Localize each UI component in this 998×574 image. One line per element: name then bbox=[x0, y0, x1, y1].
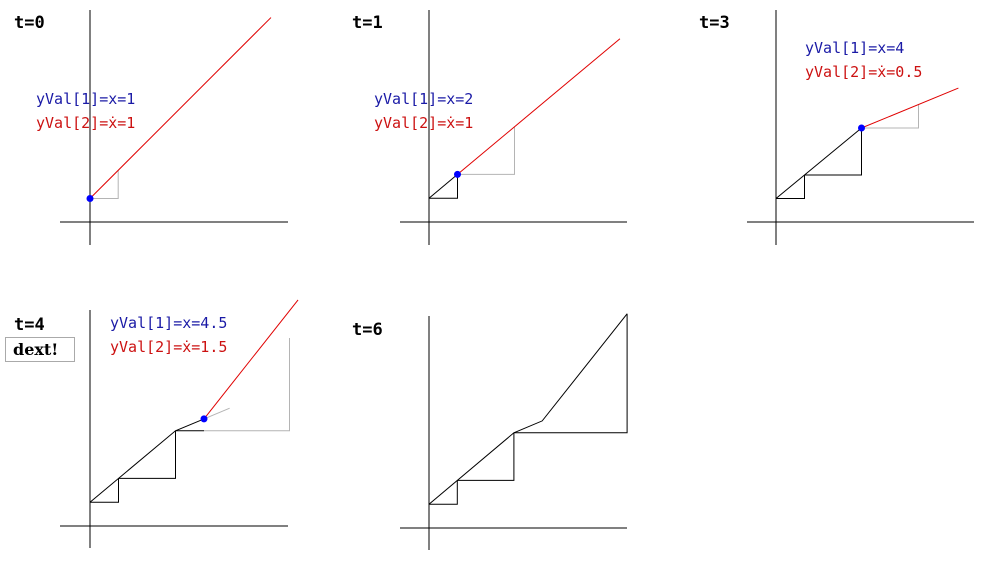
previous-slope-segment bbox=[203, 407, 230, 420]
guide-lines bbox=[204, 338, 290, 432]
tangent-line bbox=[457, 38, 621, 175]
label-x-value: yVal[1]=x=4 bbox=[805, 39, 904, 57]
step-polyline bbox=[513, 313, 628, 434]
path-polyline bbox=[428, 313, 628, 505]
step-lines bbox=[429, 313, 628, 505]
solution-path bbox=[89, 418, 205, 503]
step-polyline bbox=[429, 174, 458, 199]
panel-t3: t=3 yVal[1]=x=4 yVal[2]=ẋ=0.5 bbox=[699, 10, 974, 245]
point-marker bbox=[200, 415, 208, 423]
tangent-line bbox=[89, 17, 272, 199]
tangent-line bbox=[861, 87, 959, 129]
previous-slope-line bbox=[203, 407, 230, 420]
point-marker bbox=[86, 195, 94, 202]
guide-polyline bbox=[204, 338, 290, 432]
guide-polyline bbox=[457, 126, 515, 175]
panel-title: t=6 bbox=[352, 320, 383, 340]
dext-badge bbox=[5, 337, 75, 362]
label-x-value: yVal[1]=x=4.5 bbox=[110, 314, 227, 332]
step-lines bbox=[90, 430, 204, 503]
solution-path bbox=[428, 174, 458, 199]
panel-t4: t=4 dext! yVal[1]=x=4.5 yVal[2]=ẋ=1.5 bbox=[5, 299, 299, 548]
guide-polyline bbox=[861, 104, 919, 129]
tangent-segment bbox=[457, 38, 621, 175]
step-polyline bbox=[776, 175, 805, 199]
tangent-segment bbox=[203, 299, 299, 420]
tangent-segment bbox=[89, 17, 272, 199]
step-lines bbox=[776, 128, 862, 199]
step-lines bbox=[429, 174, 458, 199]
dext-badge-label: dext! bbox=[13, 340, 58, 359]
label-x-value: yVal[1]=x=2 bbox=[374, 90, 473, 108]
guide-lines bbox=[457, 126, 515, 175]
panel-title: t=1 bbox=[352, 13, 383, 33]
label-xdot-value: yVal[2]=ẋ=1.5 bbox=[110, 338, 227, 356]
path-polyline bbox=[428, 174, 458, 199]
step-polyline bbox=[118, 430, 176, 479]
current-point bbox=[454, 170, 461, 178]
path-polyline bbox=[775, 127, 862, 199]
panel-t1: t=1 yVal[1]=x=2 yVal[2]=ẋ=1 bbox=[352, 10, 627, 245]
panel-t0: t=0 yVal[1]=x=1 yVal[2]=ẋ=1 bbox=[14, 10, 288, 245]
label-xdot-value: yVal[2]=ẋ=0.5 bbox=[805, 63, 922, 81]
guide-lines bbox=[90, 170, 119, 199]
current-point bbox=[86, 195, 94, 202]
label-xdot-value: yVal[2]=ẋ=1 bbox=[36, 114, 135, 132]
step-polyline bbox=[429, 480, 458, 505]
solution-path bbox=[428, 313, 628, 505]
label-x-value: yVal[1]=x=1 bbox=[36, 90, 135, 108]
current-point bbox=[858, 124, 865, 132]
step-polyline bbox=[804, 128, 862, 176]
solution-path bbox=[775, 127, 862, 199]
point-marker bbox=[454, 170, 461, 178]
point-marker bbox=[858, 124, 865, 132]
tangent-segment bbox=[861, 87, 959, 129]
label-xdot-value: yVal[2]=ẋ=1 bbox=[374, 114, 473, 132]
step-polyline bbox=[90, 478, 119, 503]
step-polyline bbox=[457, 432, 515, 481]
guide-lines bbox=[861, 104, 919, 129]
panel-t6: t=6 bbox=[352, 313, 628, 550]
current-point bbox=[200, 415, 208, 423]
panel-title: t=0 bbox=[14, 13, 45, 33]
path-polyline bbox=[89, 418, 205, 503]
guide-polyline bbox=[90, 170, 119, 199]
panel-title: t=3 bbox=[699, 13, 730, 33]
panel-title: t=4 bbox=[14, 315, 45, 335]
tangent-line bbox=[203, 299, 299, 420]
